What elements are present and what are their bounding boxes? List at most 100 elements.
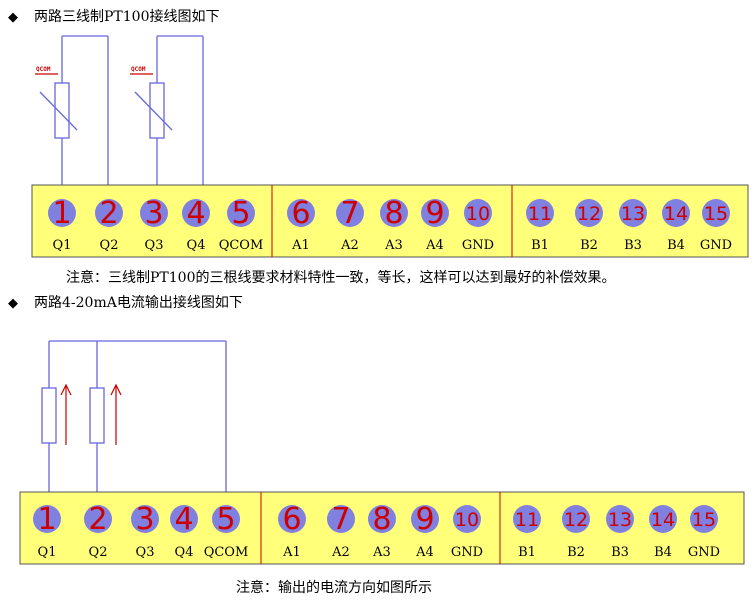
section2-heading-text: 两路4-20mA电流输出接线图如下 bbox=[34, 295, 243, 311]
terminal-label: B2 bbox=[567, 545, 585, 560]
terminal-number: 5 bbox=[216, 502, 235, 537]
section2-note: 注意：输出的电流方向如图所示 bbox=[236, 580, 432, 596]
terminal-number: 4 bbox=[186, 196, 205, 231]
terminal-screw-9 bbox=[411, 505, 439, 533]
terminal-label: Q1 bbox=[38, 545, 57, 560]
terminal-number: 4 bbox=[174, 502, 193, 537]
terminal-number: 11 bbox=[515, 509, 539, 531]
terminal-label: Q3 bbox=[136, 545, 155, 560]
bullet-diamond-icon: ◆ bbox=[8, 296, 18, 311]
terminal-label: A2 bbox=[340, 238, 359, 253]
terminal-label: A2 bbox=[331, 545, 350, 560]
terminal-number: 9 bbox=[425, 196, 444, 231]
terminal-screw-8 bbox=[380, 199, 408, 227]
terminal-screw-11 bbox=[513, 505, 541, 533]
terminal-number: 10 bbox=[455, 509, 479, 531]
terminal-screw-10 bbox=[453, 505, 481, 533]
terminal-screw-3 bbox=[140, 199, 168, 227]
terminal-label: Q2 bbox=[100, 238, 119, 253]
terminal-screw-15 bbox=[702, 199, 730, 227]
terminal-label: B1 bbox=[518, 545, 536, 560]
terminal-screw-4 bbox=[182, 199, 210, 227]
terminal-number: 3 bbox=[144, 196, 163, 231]
terminal-block-1: 1Q12Q23Q34Q45QCOM6A17A28A39A410GND11B112… bbox=[31, 184, 749, 258]
terminal-number: 8 bbox=[372, 502, 391, 537]
terminal-label: Q1 bbox=[53, 238, 72, 253]
terminal-screw-12 bbox=[562, 505, 590, 533]
terminal-number: 14 bbox=[664, 203, 688, 225]
terminal-screw-2 bbox=[84, 505, 112, 533]
terminal-screw-7 bbox=[336, 199, 364, 227]
terminal-number: 9 bbox=[415, 502, 434, 537]
terminal-label: QCOM bbox=[219, 238, 264, 253]
terminal-number: 15 bbox=[704, 203, 728, 225]
terminal-number: 7 bbox=[331, 502, 350, 537]
terminal-number: 14 bbox=[651, 509, 675, 531]
terminal-screw-15 bbox=[690, 505, 718, 533]
terminal-number: 15 bbox=[692, 509, 716, 531]
terminal-label: B4 bbox=[654, 545, 672, 560]
terminal-label: Q4 bbox=[187, 238, 206, 253]
terminal-screw-14 bbox=[662, 199, 690, 227]
terminal-label: A3 bbox=[372, 545, 391, 560]
terminal-label: Q2 bbox=[89, 545, 108, 560]
section1-heading: ◆ 两路三线制PT100接线图如下 bbox=[8, 6, 219, 26]
terminal-screw-13 bbox=[619, 199, 647, 227]
terminal-number: 11 bbox=[528, 203, 552, 225]
pt100-wiring: QCOM QCOM 1Q12Q23Q34Q45QCOM6A17A28A39A41… bbox=[31, 35, 749, 258]
terminal-number: 13 bbox=[608, 509, 632, 531]
sensor-tag-label: QCOM bbox=[131, 66, 146, 73]
terminal-screw-2 bbox=[95, 199, 123, 227]
terminal-label: A1 bbox=[291, 238, 310, 253]
terminal-number: 13 bbox=[621, 203, 645, 225]
terminal-screw-7 bbox=[327, 505, 355, 533]
section2-heading: ◆ 两路4-20mA电流输出接线图如下 bbox=[8, 292, 243, 312]
output-wires bbox=[41, 340, 227, 493]
terminal-screw-13 bbox=[606, 505, 634, 533]
terminal-screw-9 bbox=[421, 199, 449, 227]
terminal-label: A4 bbox=[415, 545, 434, 560]
terminal-label: QCOM bbox=[204, 545, 249, 560]
terminal-label: GND bbox=[700, 238, 732, 253]
pt100-sensor-2: QCOM bbox=[130, 35, 204, 186]
terminal-label: Q4 bbox=[175, 545, 194, 560]
terminal-screw-14 bbox=[649, 505, 677, 533]
terminal-screw-10 bbox=[464, 199, 492, 227]
terminal-number: 6 bbox=[282, 502, 301, 537]
bullet-diamond-icon: ◆ bbox=[8, 10, 18, 25]
terminal-number: 10 bbox=[466, 203, 490, 225]
terminal-number: 3 bbox=[135, 502, 154, 537]
terminal-number: 12 bbox=[564, 509, 588, 531]
terminal-screw-1 bbox=[48, 199, 76, 227]
terminal-label: B1 bbox=[531, 238, 549, 253]
terminal-label: A4 bbox=[425, 238, 444, 253]
terminal-label: B4 bbox=[667, 238, 685, 253]
terminal-number: 2 bbox=[99, 196, 118, 231]
section1-note: 注意：三线制PT100的三根线要求材料特性一致，等长，这样可以达到最好的补偿效果… bbox=[66, 270, 616, 286]
terminal-label: B3 bbox=[611, 545, 629, 560]
current-output-wiring: 1Q12Q23Q34Q45QCOM6A17A28A39A410GND11B112… bbox=[19, 340, 745, 565]
terminal-label: GND bbox=[688, 545, 720, 560]
terminal-number: 12 bbox=[577, 203, 601, 225]
terminal-number: 8 bbox=[384, 196, 403, 231]
terminal-screw-8 bbox=[368, 505, 396, 533]
pt100-sensor-1: QCOM bbox=[35, 35, 109, 186]
terminal-number: 2 bbox=[88, 502, 107, 537]
section1-heading-text: 两路三线制PT100接线图如下 bbox=[34, 9, 220, 25]
terminal-label: A3 bbox=[384, 238, 403, 253]
sensor-tag-label: QCOM bbox=[36, 66, 51, 73]
terminal-number: 1 bbox=[52, 196, 71, 231]
terminal-label: GND bbox=[451, 545, 483, 560]
terminal-screw-6 bbox=[278, 505, 306, 533]
terminal-label: Q3 bbox=[145, 238, 164, 253]
terminal-screw-4 bbox=[170, 505, 198, 533]
current-direction-arrow-icon bbox=[60, 383, 122, 445]
terminal-screw-1 bbox=[33, 505, 61, 533]
terminal-label: B2 bbox=[580, 238, 598, 253]
terminal-screw-3 bbox=[131, 505, 159, 533]
terminal-screw-11 bbox=[526, 199, 554, 227]
terminal-label: B3 bbox=[624, 238, 642, 253]
terminal-screw-5 bbox=[227, 199, 255, 227]
terminal-screw-12 bbox=[575, 199, 603, 227]
